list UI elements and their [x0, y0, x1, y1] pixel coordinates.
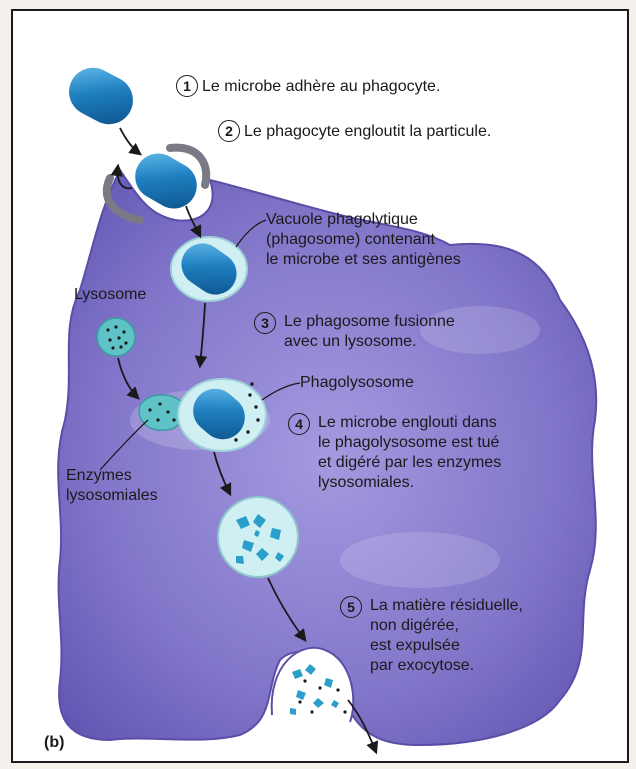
step-2-text: Le phagocyte engloutit la particule.	[244, 123, 491, 140]
step-1-text: Le microbe adhère au phagocyte.	[202, 78, 440, 95]
step-5-number: 5	[340, 596, 362, 618]
vacuole-line-3: le microbe et ses antigènes	[266, 250, 461, 270]
step-5-line-3: est expulsée	[370, 636, 523, 656]
enzymes-line-1: Enzymes	[66, 466, 158, 486]
step-4-number: 4	[288, 413, 310, 435]
phagolysosome-label: Phagolysosome	[300, 373, 414, 393]
step-2-number: 2	[218, 120, 240, 142]
step-3-label: 3 Le phagosome fusionne avec un lysosome…	[254, 312, 455, 352]
step-4-line-3: et digéré par les enzymes	[318, 453, 501, 473]
step-4-line-2: le phagolysosome est tué	[318, 433, 501, 453]
enzymes-label: Enzymes lysosomiales	[66, 466, 158, 506]
step-3-line-2: avec un lysosome.	[284, 332, 455, 352]
lysosome-label: Lysosome	[74, 285, 146, 305]
step-4-label: 4 Le microbe englouti dans le phagolysos…	[288, 413, 501, 493]
panel-label: (b)	[44, 733, 64, 753]
step-5-label: 5 La matière résiduelle, non digérée, es…	[340, 596, 523, 676]
lysosome	[97, 318, 135, 356]
step-5-line-2: non digérée,	[370, 616, 523, 636]
vacuole-label: Vacuole phagolytique (phagosome) contena…	[266, 210, 461, 270]
enzymes-line-2: lysosomiales	[66, 486, 158, 506]
step-4-line-4: lysosomiales.	[318, 473, 501, 493]
cell-highlight	[340, 532, 500, 588]
step-3-line-1: Le phagosome fusionne	[284, 312, 455, 332]
step-5-line-4: par exocytose.	[370, 656, 523, 676]
step-5-line-1: La matière résiduelle,	[370, 596, 523, 616]
step-3-number: 3	[254, 312, 276, 334]
step-1-number: 1	[176, 75, 198, 97]
vacuole-line-2: (phagosome) contenant	[266, 230, 461, 250]
vacuole-line-1: Vacuole phagolytique	[266, 210, 461, 230]
step-4-line-1: Le microbe englouti dans	[318, 413, 501, 433]
